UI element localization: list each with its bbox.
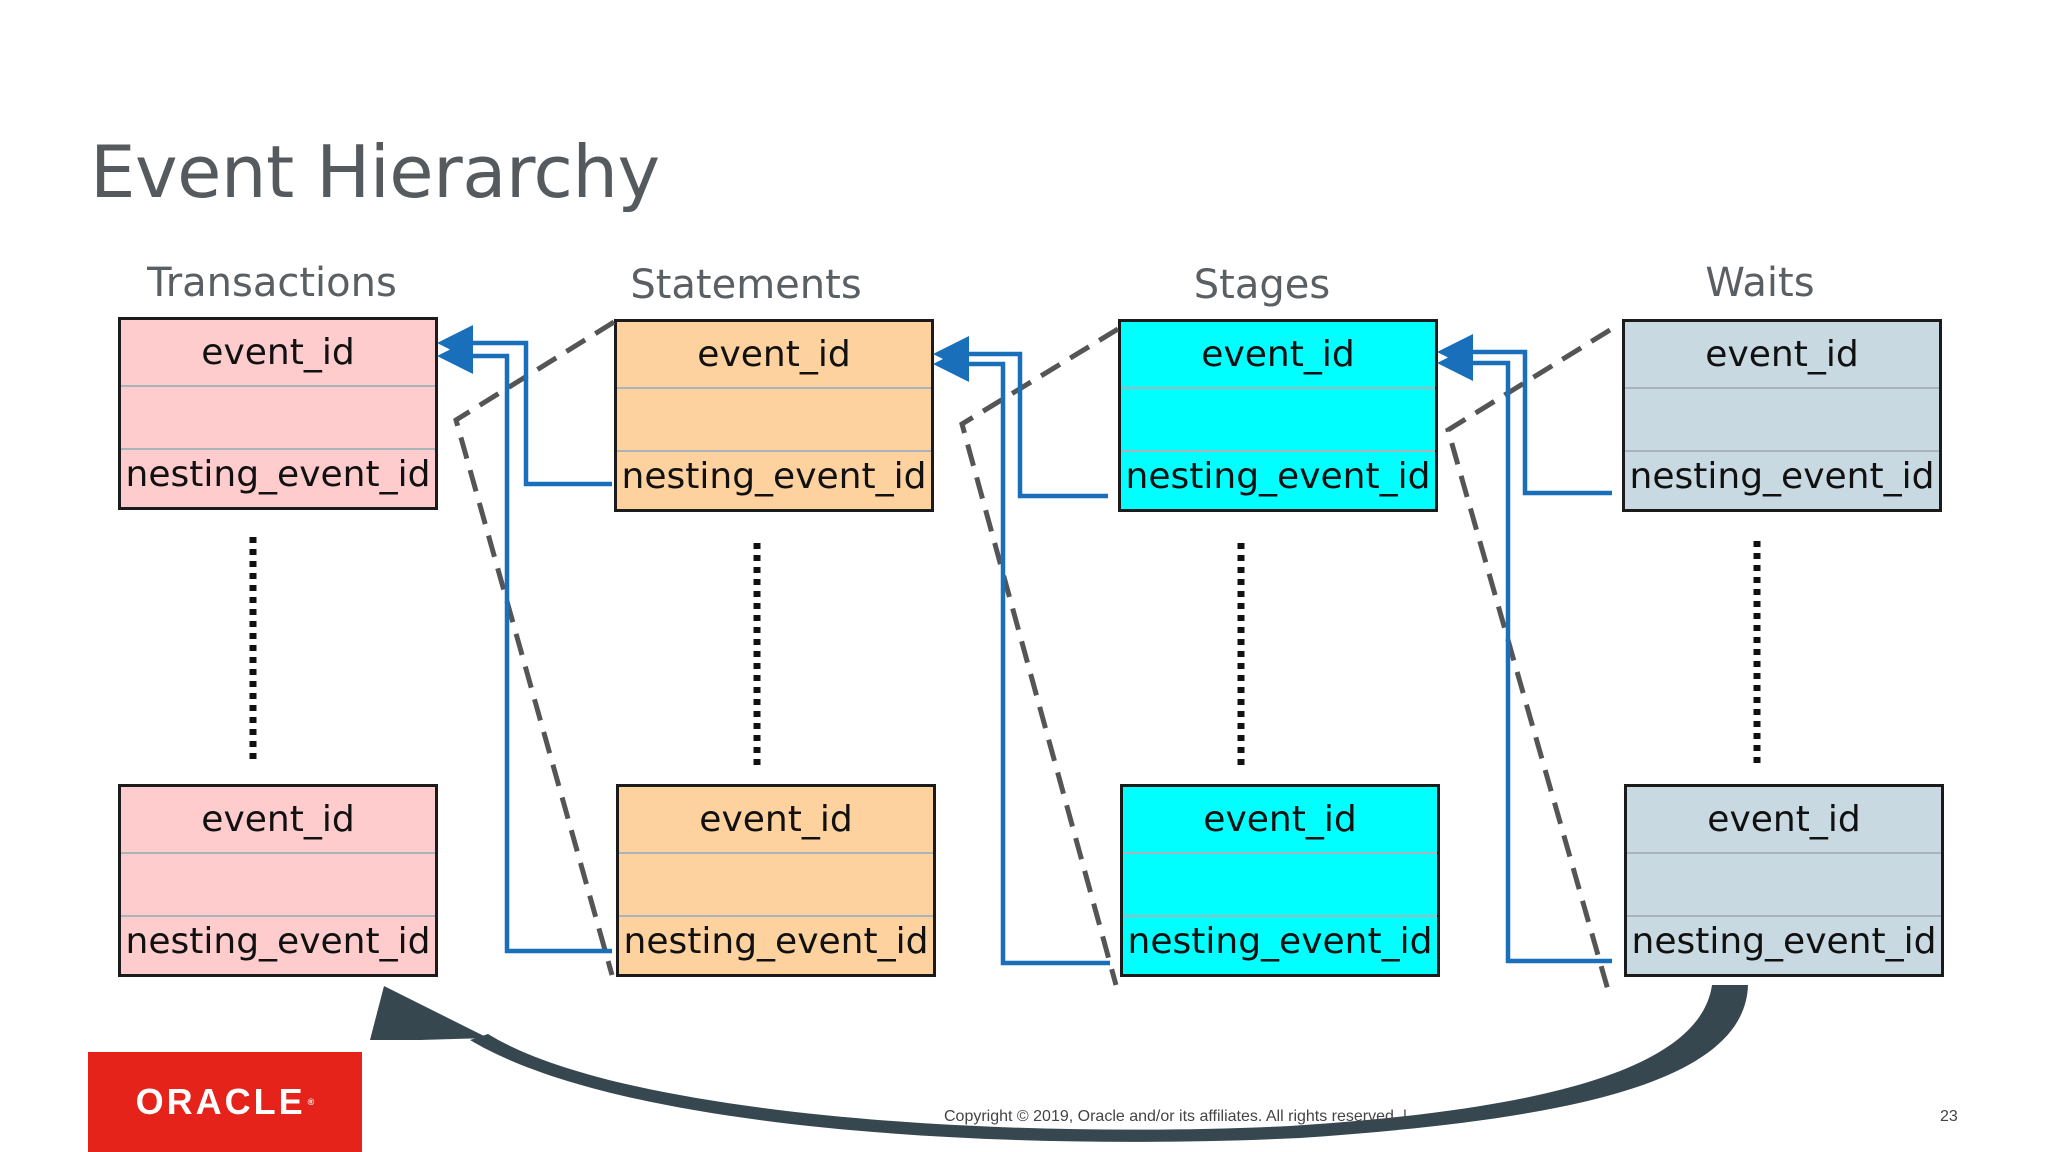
column-label-transactions: Transactions	[147, 260, 397, 306]
link-waits-bottom-to-stages	[1437, 345, 1612, 964]
row-divider	[1123, 852, 1437, 854]
event-id-field: event_id	[1707, 799, 1861, 840]
waits-table-bottom: event_id nesting_event_id	[1624, 784, 1944, 977]
dashed-guide-statements	[453, 319, 616, 976]
row-divider	[617, 387, 931, 389]
link-stages-bottom-to-statements	[933, 346, 1110, 966]
column-label-stages: Stages	[1193, 262, 1331, 308]
event-id-field: event_id	[1201, 334, 1355, 375]
row-divider	[1627, 915, 1941, 917]
event-id-field: event_id	[201, 799, 355, 840]
link-stages-to-statements	[933, 336, 1108, 499]
nesting-event-id-field: nesting_event_id	[125, 454, 431, 495]
row-divider	[1625, 387, 1939, 389]
row-divider	[1121, 387, 1435, 389]
link-waits-to-stages	[1437, 334, 1612, 496]
row-divider	[121, 852, 435, 854]
event-id-field: event_id	[201, 332, 355, 373]
nesting-event-id-field: nesting_event_id	[1125, 456, 1431, 497]
event-id-field: event_id	[699, 799, 853, 840]
copyright-notice: Copyright © 2019, Oracle and/or its affi…	[944, 1108, 1407, 1125]
stages-table-top: event_id nesting_event_id	[1118, 319, 1438, 512]
dashed-guide-stages	[959, 326, 1120, 986]
row-divider	[121, 448, 435, 450]
nesting-event-id-field: nesting_event_id	[1631, 921, 1937, 962]
event-id-field: event_id	[1203, 799, 1357, 840]
slide-title: Event Hierarchy	[90, 130, 660, 214]
column-label-statements: Statements	[630, 262, 862, 308]
column-label-waits: Waits	[1705, 260, 1815, 306]
statements-table-bottom: event_id nesting_event_id	[616, 784, 936, 977]
nesting-event-id-field: nesting_event_id	[623, 921, 929, 962]
row-divider	[1121, 450, 1435, 452]
event-id-field: event_id	[697, 334, 851, 375]
dashed-guide-waits	[1445, 327, 1612, 991]
nesting-event-id-field: nesting_event_id	[621, 456, 927, 497]
statements-table-top: event_id nesting_event_id	[614, 319, 934, 512]
row-divider	[617, 450, 931, 452]
transactions-table-top: event_id nesting_event_id	[118, 317, 438, 510]
nesting-event-id-field: nesting_event_id	[1629, 456, 1935, 497]
stages-table-bottom: event_id nesting_event_id	[1120, 784, 1440, 977]
link-statements-to-transactions	[437, 325, 612, 487]
transactions-table-bottom: event_id nesting_event_id	[118, 784, 438, 977]
link-statements-bottom-to-transactions	[437, 338, 612, 954]
oracle-logo-text: ORACLE	[135, 1081, 306, 1122]
row-divider	[1123, 915, 1437, 917]
event-id-field: event_id	[1705, 334, 1859, 375]
row-divider	[1627, 852, 1941, 854]
nesting-event-id-field: nesting_event_id	[125, 921, 431, 962]
oracle-logo: ORACLE®	[88, 1052, 362, 1152]
row-divider	[121, 915, 435, 917]
return-arrow-head	[370, 986, 488, 1040]
row-divider	[121, 385, 435, 387]
nesting-event-id-field: nesting_event_id	[1127, 921, 1433, 962]
row-divider	[1625, 450, 1939, 452]
slide-number: 23	[1940, 1108, 1958, 1125]
row-divider	[619, 915, 933, 917]
row-divider	[619, 852, 933, 854]
waits-table-top: event_id nesting_event_id	[1622, 319, 1942, 512]
